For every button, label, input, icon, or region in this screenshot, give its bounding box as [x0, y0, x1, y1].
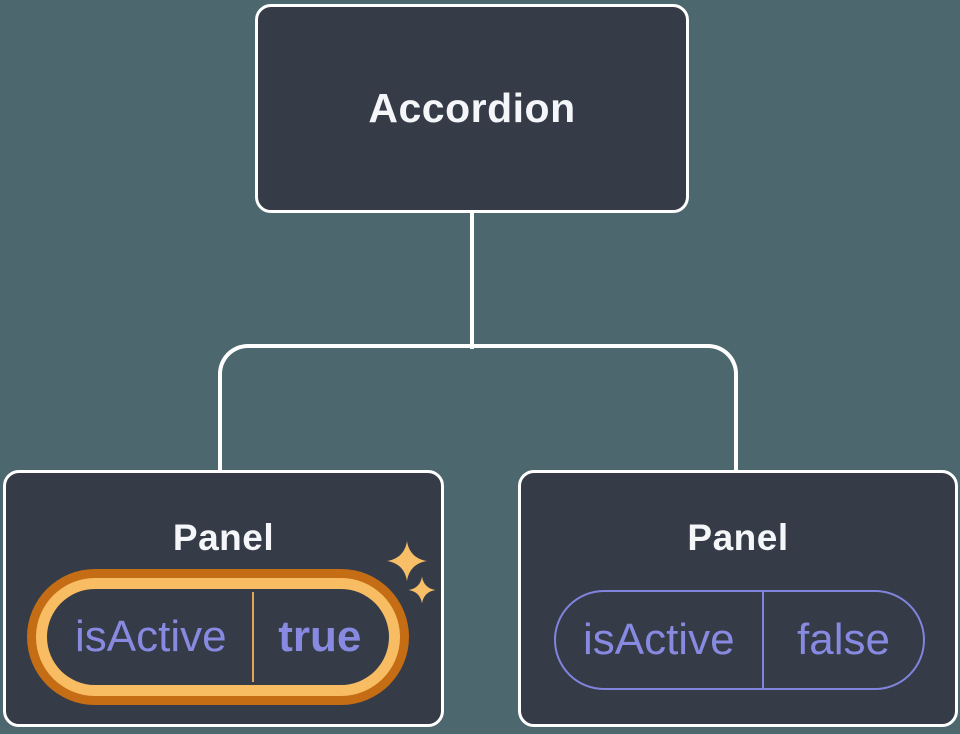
panel-label: Panel: [172, 517, 275, 558]
state-prop-name: isActive: [582, 615, 735, 664]
state-prop-value: true: [278, 612, 362, 661]
panel-label: Panel: [687, 517, 789, 558]
panel-node-active: Panel isActive true: [3, 470, 444, 727]
panel-node-inactive: Panel isActive false: [518, 470, 958, 727]
connector-branches: [218, 344, 738, 474]
pill-divider: [761, 592, 765, 688]
accordion-label: Accordion: [368, 85, 576, 131]
state-prop-value: false: [797, 615, 890, 664]
state-pill-active: isActive true: [50, 592, 386, 682]
state-prop-name: isActive: [75, 612, 227, 661]
sparkles-icon: [387, 541, 436, 604]
pill-divider: [251, 592, 254, 682]
accordion-node: Accordion: [255, 4, 689, 213]
connector-stem: [470, 212, 474, 349]
state-pill-inactive: isActive false: [554, 590, 925, 690]
